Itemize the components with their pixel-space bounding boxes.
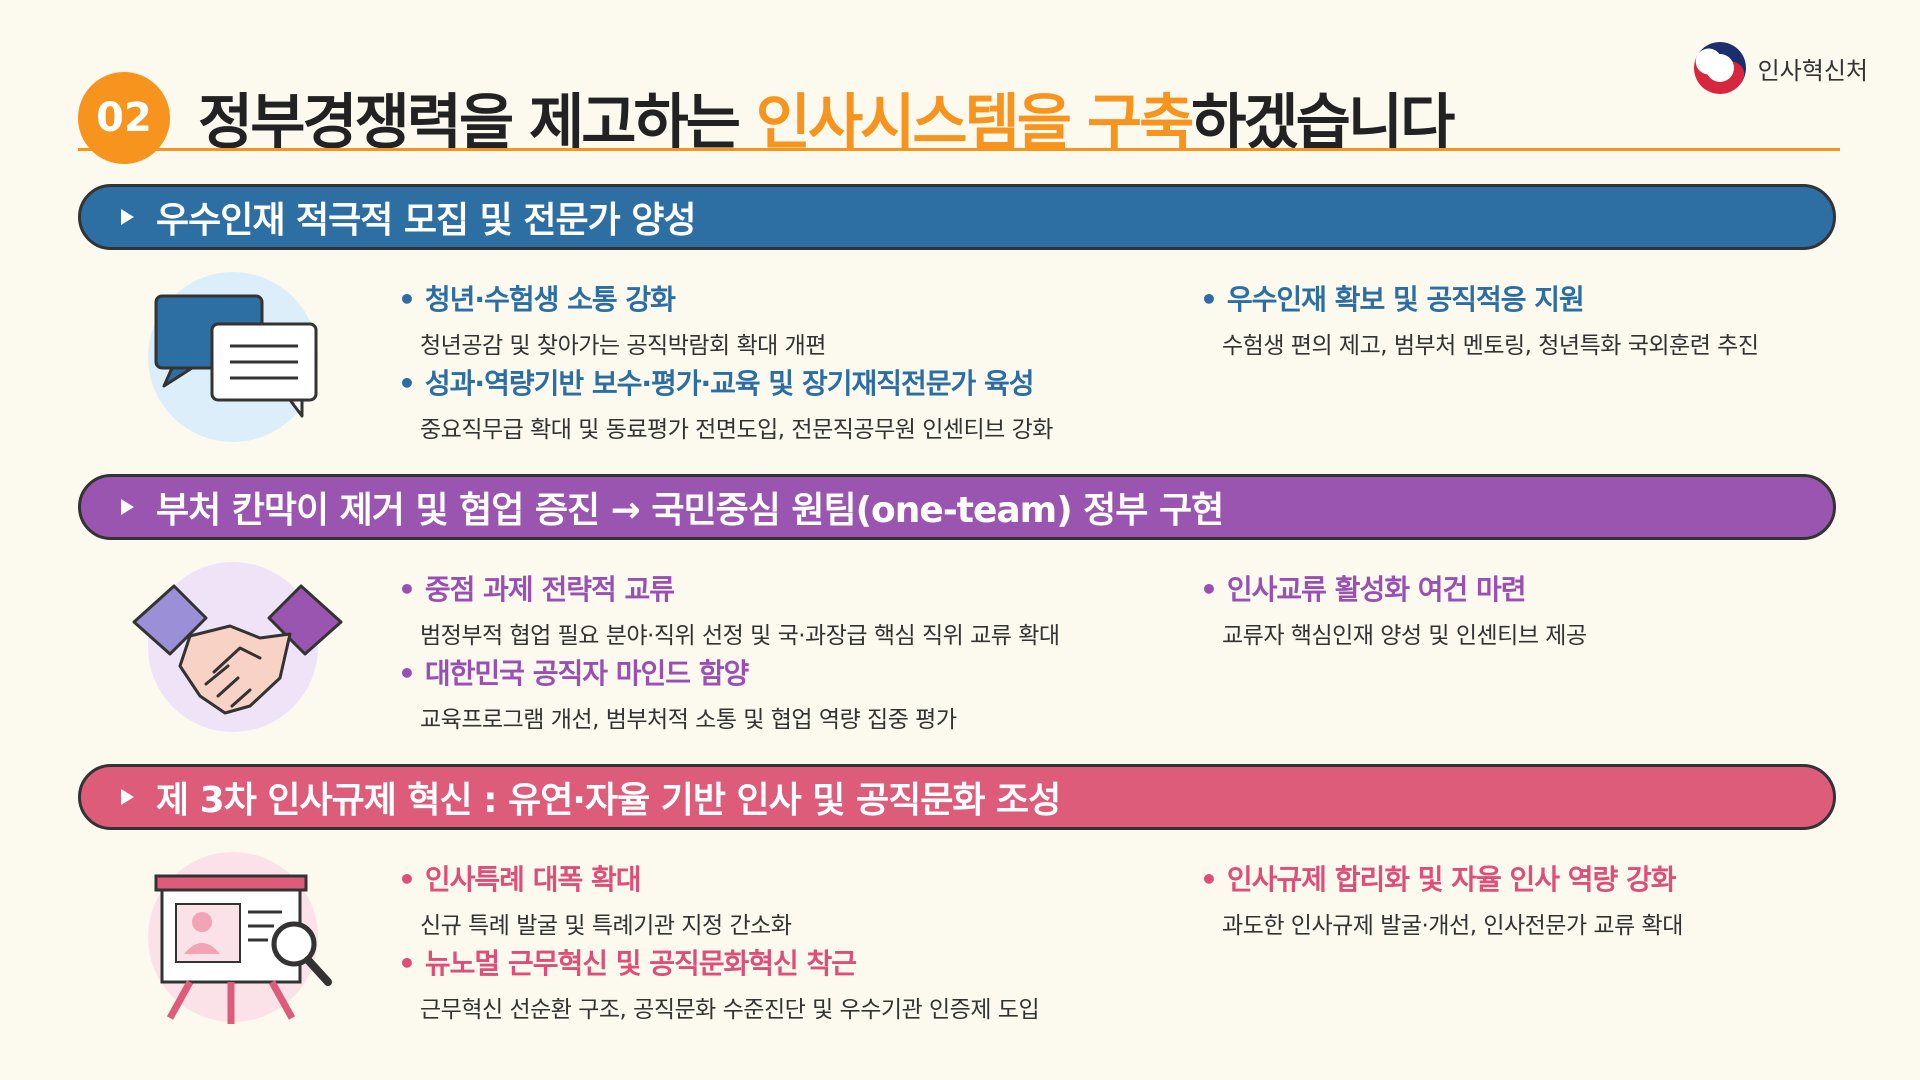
list-item: •대한민국 공직자 마인드 함양 교육프로그램 개선, 범부처적 소통 및 협업… bbox=[398, 652, 957, 734]
item-description: 교육프로그램 개선, 범부처적 소통 및 협업 역량 집중 평가 bbox=[420, 707, 957, 733]
section-bar-collaboration: 부처 칸막이 제거 및 협업 증진 → 국민중심 원팀(one-team) 정부… bbox=[78, 474, 1836, 540]
item-title: 청년·수험생 소통 강화 bbox=[424, 283, 676, 316]
item-title: 뉴노멀 근무혁신 및 공직문화혁신 착근 bbox=[424, 947, 857, 980]
bullet-dot-icon: • bbox=[1200, 283, 1218, 316]
triangle-bullet-icon bbox=[121, 499, 134, 515]
section-label: 부처 칸막이 제거 및 협업 증진 → 국민중심 원팀(one-team) 정부… bbox=[156, 490, 1224, 531]
bullet-dot-icon: • bbox=[398, 657, 416, 690]
bullet-dot-icon: • bbox=[1200, 573, 1218, 606]
item-title: 우수인재 확보 및 공직적응 지원 bbox=[1226, 283, 1585, 316]
bullet-dot-icon: • bbox=[398, 367, 416, 400]
org-logo: 인사혁신처 bbox=[1692, 40, 1868, 96]
bullet-dot-icon: • bbox=[1200, 863, 1218, 896]
title-prefix: 정부경쟁력을 제고하는 bbox=[198, 88, 756, 158]
item-title: 인사규제 합리화 및 자율 인사 역량 강화 bbox=[1226, 863, 1677, 896]
triangle-bullet-icon bbox=[121, 209, 134, 225]
title-highlight-1: 인사시스템을 bbox=[755, 88, 1072, 158]
list-item: •청년·수험생 소통 강화 청년공감 및 찾아가는 공직박람회 확대 개편 bbox=[398, 278, 826, 360]
handshake-icon bbox=[132, 584, 343, 715]
list-item: •인사교류 활성화 여건 마련 교류자 핵심인재 양성 및 인센티브 제공 bbox=[1200, 568, 1587, 650]
section-bar-talent: 우수인재 적극적 모집 및 전문가 양성 bbox=[78, 184, 1836, 250]
list-item: •인사특례 대폭 확대 신규 특례 발굴 및 특례기관 지정 간소화 bbox=[398, 858, 792, 940]
item-title: 성과·역량기반 보수·평가·교육 및 장기재직전문가 육성 bbox=[424, 367, 1035, 400]
item-title: 인사특례 대폭 확대 bbox=[424, 863, 642, 896]
org-name: 인사혁신처 bbox=[1757, 56, 1868, 85]
page-title: 정부경쟁력을 제고하는 인사시스템을 구축하겠습니다 bbox=[198, 74, 1455, 161]
item-description: 수험생 편의 제고, 범부처 멘토링, 청년특화 국외훈련 추진 bbox=[1222, 333, 1759, 359]
item-title: 인사교류 활성화 여건 마련 bbox=[1226, 573, 1527, 606]
item-description: 과도한 인사규제 발굴·개선, 인사전문가 교류 확대 bbox=[1222, 913, 1683, 939]
list-item: •뉴노멀 근무혁신 및 공직문화혁신 착근 근무혁신 선순환 구조, 공직문화 … bbox=[398, 942, 1040, 1024]
bullet-dot-icon: • bbox=[398, 283, 416, 316]
section-label: 우수인재 적극적 모집 및 전문가 양성 bbox=[156, 200, 696, 241]
page-header: 02 정부경쟁력을 제고하는 인사시스템을 구축하겠습니다 bbox=[78, 62, 1840, 164]
item-description: 교류자 핵심인재 양성 및 인센티브 제공 bbox=[1222, 623, 1587, 649]
item-description: 신규 특례 발굴 및 특례기관 지정 간소화 bbox=[420, 913, 792, 939]
title-suffix: 하겠습니다 bbox=[1191, 88, 1455, 158]
presentation-board-icon bbox=[154, 874, 332, 1024]
section-label: 제 3차 인사규제 혁신 : 유연·자율 기반 인사 및 공직문화 조성 bbox=[156, 780, 1061, 821]
item-title: 중점 과제 전략적 교류 bbox=[424, 573, 675, 606]
bullet-dot-icon: • bbox=[398, 947, 416, 980]
list-item: •중점 과제 전략적 교류 범정부적 협업 필요 분야·직위 선정 및 국·과장… bbox=[398, 568, 1060, 650]
item-description: 중요직무급 확대 및 동료평가 전면도입, 전문직공무원 인센티브 강화 bbox=[420, 417, 1053, 443]
list-item: •성과·역량기반 보수·평가·교육 및 장기재직전문가 육성 중요직무급 확대 … bbox=[398, 362, 1053, 444]
list-item: •우수인재 확보 및 공직적응 지원 수험생 편의 제고, 범부처 멘토링, 청… bbox=[1200, 278, 1759, 360]
list-item: •인사규제 합리화 및 자율 인사 역량 강화 과도한 인사규제 발굴·개선, … bbox=[1200, 858, 1683, 940]
item-description: 청년공감 및 찾아가는 공직박람회 확대 개편 bbox=[420, 333, 826, 359]
section-bar-regulation: 제 3차 인사규제 혁신 : 유연·자율 기반 인사 및 공직문화 조성 bbox=[78, 764, 1836, 830]
item-title: 대한민국 공직자 마인드 함양 bbox=[424, 657, 749, 690]
bullet-dot-icon: • bbox=[398, 573, 416, 606]
item-description: 범정부적 협업 필요 분야·직위 선정 및 국·과장급 핵심 직위 교류 확대 bbox=[420, 623, 1060, 649]
title-highlight-2: 구축 bbox=[1086, 88, 1194, 158]
triangle-bullet-icon bbox=[121, 789, 134, 805]
taegeuk-logo-icon bbox=[1693, 42, 1746, 94]
bullet-dot-icon: • bbox=[398, 863, 416, 896]
title-underline bbox=[78, 148, 1840, 151]
chat-bubbles-icon bbox=[154, 294, 318, 418]
item-description: 근무혁신 선순환 구조, 공직문화 수준진단 및 우수기관 인증제 도입 bbox=[420, 997, 1040, 1023]
